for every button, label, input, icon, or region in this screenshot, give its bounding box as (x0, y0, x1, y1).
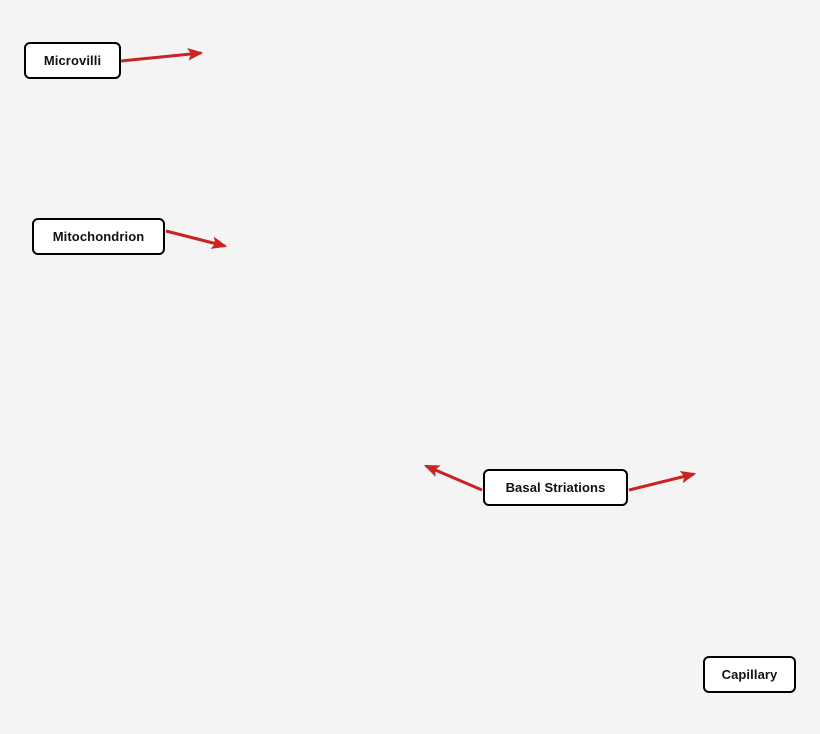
label-box-microvilli[interactable]: Microvilli (24, 42, 121, 79)
pointer-arrow-basal-striations-1 (628, 471, 697, 492)
label-box-basal-striations[interactable]: Basal Striations (483, 469, 628, 506)
label-box-capillary[interactable]: Capillary (703, 656, 796, 693)
pointer-arrow-microvilli-0 (120, 48, 204, 63)
pointer-arrow-mitochondrion-0 (165, 229, 228, 249)
label-text-basal-striations: Basal Striations (505, 480, 606, 495)
label-text-microvilli: Microvilli (43, 53, 102, 68)
pointer-arrow-basal-striations-0 (423, 464, 483, 492)
label-text-mitochondrion: Mitochondrion (52, 229, 145, 244)
label-box-mitochondrion[interactable]: Mitochondrion (32, 218, 165, 255)
label-text-capillary: Capillary (721, 667, 778, 682)
